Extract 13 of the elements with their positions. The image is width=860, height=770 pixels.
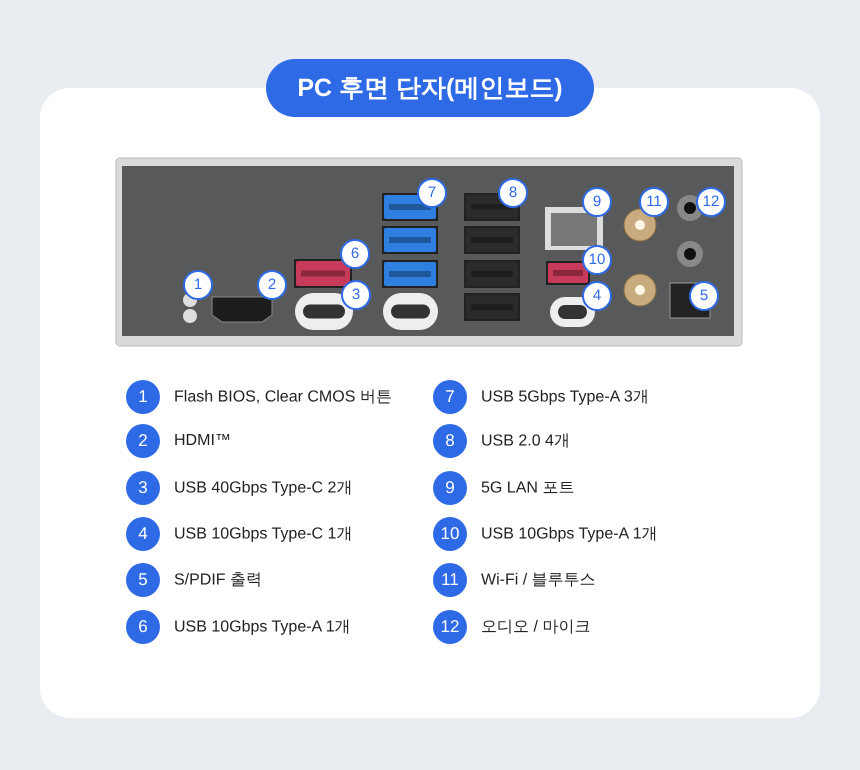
title-banner: PC 후면 단자(메인보드) xyxy=(266,59,594,117)
port-description: USB 10Gbps Type-A 1개 xyxy=(481,524,658,544)
port-description: Flash BIOS, Clear CMOS 버튼 xyxy=(174,388,392,408)
port-description: S/PDIF 출력 xyxy=(174,570,262,590)
port-description: USB 10Gbps Type-C 1개 xyxy=(174,524,352,544)
port-description: USB 5Gbps Type-A 3개 xyxy=(481,388,649,408)
port-description: USB 40Gbps Type-C 2개 xyxy=(174,478,352,498)
port-description: HDMI™ xyxy=(174,432,231,450)
port-description: 5G LAN 포트 xyxy=(481,478,574,498)
port-description: 오디오 / 마이크 xyxy=(481,618,590,638)
port-description: Wi-Fi / 블루투스 xyxy=(481,570,596,590)
port-description: USB 10Gbps Type-A 1개 xyxy=(174,618,351,638)
port-description: USB 2.0 4개 xyxy=(481,432,570,452)
